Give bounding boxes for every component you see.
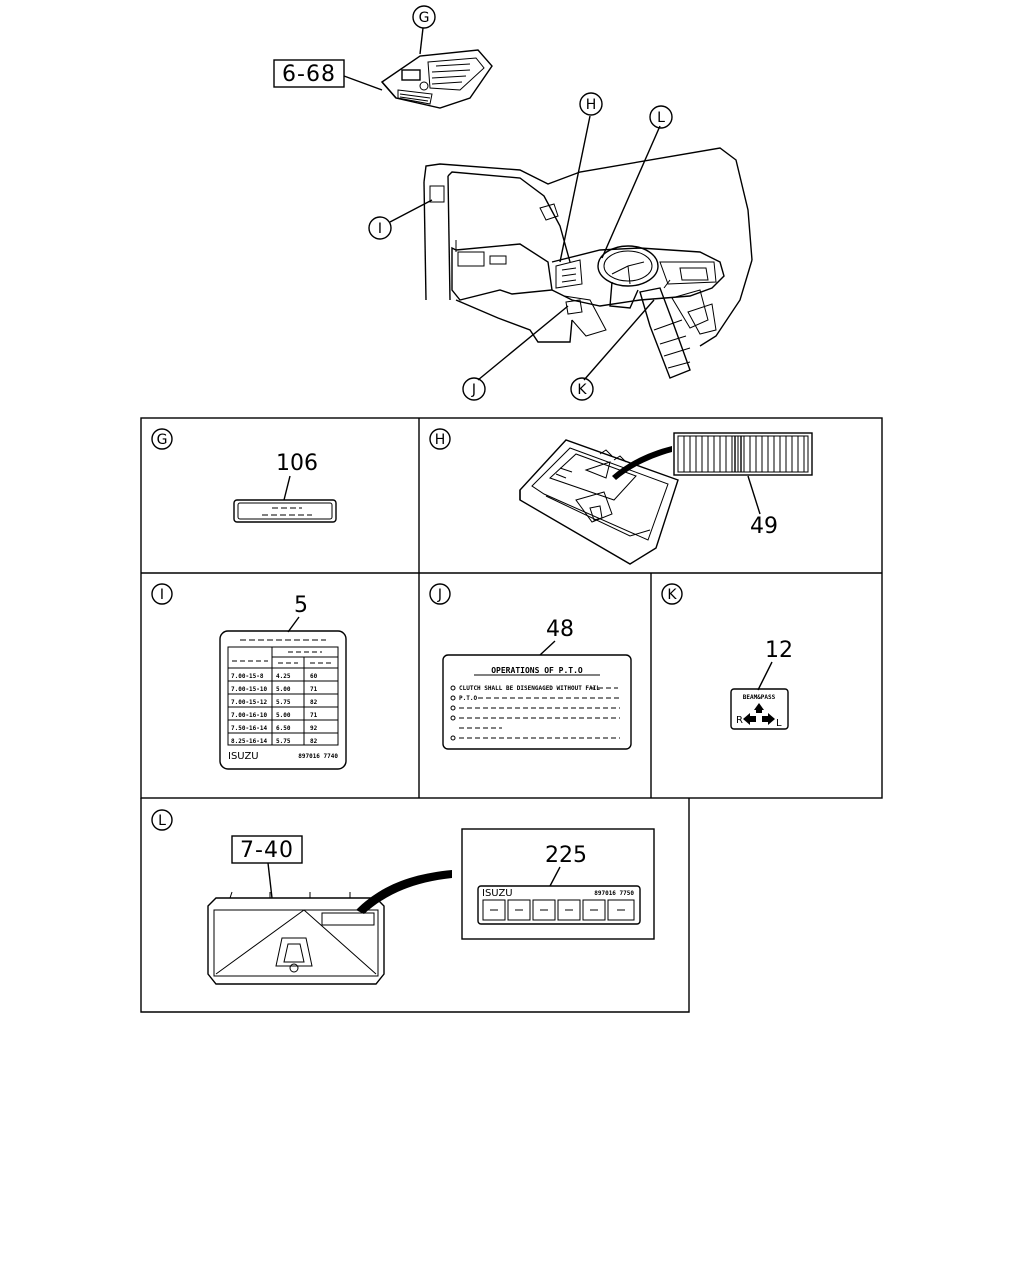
- turn-label-right: L: [776, 718, 782, 729]
- tire-cell-r5-c2: 82: [310, 738, 318, 745]
- pto-line-1: CLUTCH SHALL BE DISENGAGED WITHOUT FAIL: [459, 685, 600, 692]
- tire-cell-r4-c1: 6.50: [276, 725, 291, 732]
- leader-h: [559, 115, 591, 263]
- arrow-left-icon: [743, 713, 750, 725]
- tire-cell-r5-c1: 5.75: [276, 738, 291, 745]
- meter-hood-illustration: [207, 870, 452, 985]
- inset-225: [461, 828, 655, 940]
- ref-box-overhead: [273, 59, 345, 88]
- callout-g: G: [412, 5, 436, 29]
- svg-text:H: H: [586, 97, 597, 113]
- part-number-106: 106: [276, 451, 318, 476]
- turn-label-top: BEAM&PASS: [743, 694, 776, 701]
- callout-i: I: [368, 216, 392, 240]
- svg-text:I: I: [378, 221, 382, 237]
- tire-cell-r4-c2: 92: [310, 725, 318, 732]
- tire-cell-r3-c1: 5.00: [276, 712, 291, 719]
- tire-cell-r2-c0: 7.00-15-12: [231, 699, 268, 706]
- part-number-48: 48: [546, 617, 574, 642]
- ref-label-meter: 7-40: [240, 838, 294, 863]
- tire-cell-r0-c1: 4.25: [276, 673, 291, 680]
- panel-g-letter: G: [157, 432, 168, 448]
- panel-l-letter: L: [158, 813, 166, 829]
- glove-box-illustration: [519, 439, 679, 565]
- pto-label: OPERATIONS OF P.T.O CLUTCH SHALL BE DISE…: [442, 654, 632, 750]
- tire-cell-r0-c0: 7.00-15-8: [231, 673, 264, 680]
- tire-cell-r1-c0: 7.00-15-10: [231, 686, 268, 693]
- tire-cell-r4-c0: 7.50-16-14: [231, 725, 268, 732]
- panel-l: L 7-40 225 ISUZU 897016 7750: [151, 809, 655, 985]
- callout-l: L: [649, 105, 673, 129]
- tire-cell-r2-c1: 5.75: [276, 699, 291, 706]
- panel-grid: [140, 417, 883, 1013]
- pto-line-2: P.T.O: [459, 695, 477, 702]
- part-number-225: 225: [545, 843, 587, 868]
- tire-pressure-label: 7.00-15-8 4.25 60 7.00-15-10 5.00 71 7.00-15-1…: [219, 630, 347, 770]
- tire-cell-r1-c2: 71: [310, 686, 318, 693]
- cab-interior-illustration: 6-68: [273, 5, 753, 401]
- svg-text:L: L: [657, 110, 665, 126]
- turn-signal-label: BEAM&PASS R L: [730, 688, 789, 730]
- tire-cell-r5-c0: 8.25-16-14: [231, 738, 268, 745]
- arrow-right-icon: [768, 713, 775, 725]
- tire-label-brand: ISUZU: [228, 751, 259, 762]
- part-number-49: 49: [750, 514, 778, 539]
- cab-outline: [423, 147, 753, 379]
- svg-text:G: G: [419, 10, 430, 26]
- panel-k: K 12 BEAM&PASS R L: [661, 583, 793, 730]
- tire-cell-r1-c1: 5.00: [276, 686, 291, 693]
- callout-j: J: [462, 377, 486, 401]
- leader-i: [389, 199, 433, 223]
- switch-label-code: 897016 7750: [594, 890, 634, 897]
- svg-text:K: K: [577, 382, 587, 398]
- label-106: [233, 499, 337, 523]
- tire-label-code: 897016 7740: [298, 753, 338, 760]
- panel-j: J 48 OPERATIONS OF P.T.O CLUTCH SHALL BE…: [429, 583, 632, 750]
- panel-k-letter: K: [667, 587, 677, 603]
- overhead-console: [343, 27, 493, 109]
- leader-k: [583, 299, 655, 381]
- panel-i-letter: I: [160, 587, 164, 603]
- panel-j-letter: J: [437, 587, 442, 603]
- ref-box-meter: [231, 835, 303, 864]
- switch-label: ISUZU 897016 7750: [477, 885, 641, 925]
- tire-cell-r2-c2: 82: [310, 699, 318, 706]
- leader-l: [601, 125, 661, 259]
- ref-label-overhead: 6-68: [282, 62, 336, 87]
- callout-h: H: [579, 92, 603, 116]
- svg-text:J: J: [471, 382, 476, 398]
- tire-cell-r0-c2: 60: [310, 673, 318, 680]
- panel-h-letter: H: [435, 432, 446, 448]
- panel-g: G 106: [151, 428, 337, 523]
- switch-label-brand: ISUZU: [482, 888, 513, 899]
- tire-cell-r3-c2: 71: [310, 712, 318, 719]
- part-number-12: 12: [765, 638, 793, 663]
- tire-cell-r3-c0: 7.00-16-10: [231, 712, 268, 719]
- turn-label-left: R: [736, 715, 743, 726]
- label-49: [673, 432, 813, 476]
- leader-j: [477, 305, 569, 381]
- arrow-up-icon: [754, 703, 764, 710]
- callout-k: K: [570, 377, 594, 401]
- pto-title: OPERATIONS OF P.T.O: [491, 666, 583, 675]
- part-number-5: 5: [294, 593, 308, 618]
- panel-h: H 49: [429, 428, 813, 565]
